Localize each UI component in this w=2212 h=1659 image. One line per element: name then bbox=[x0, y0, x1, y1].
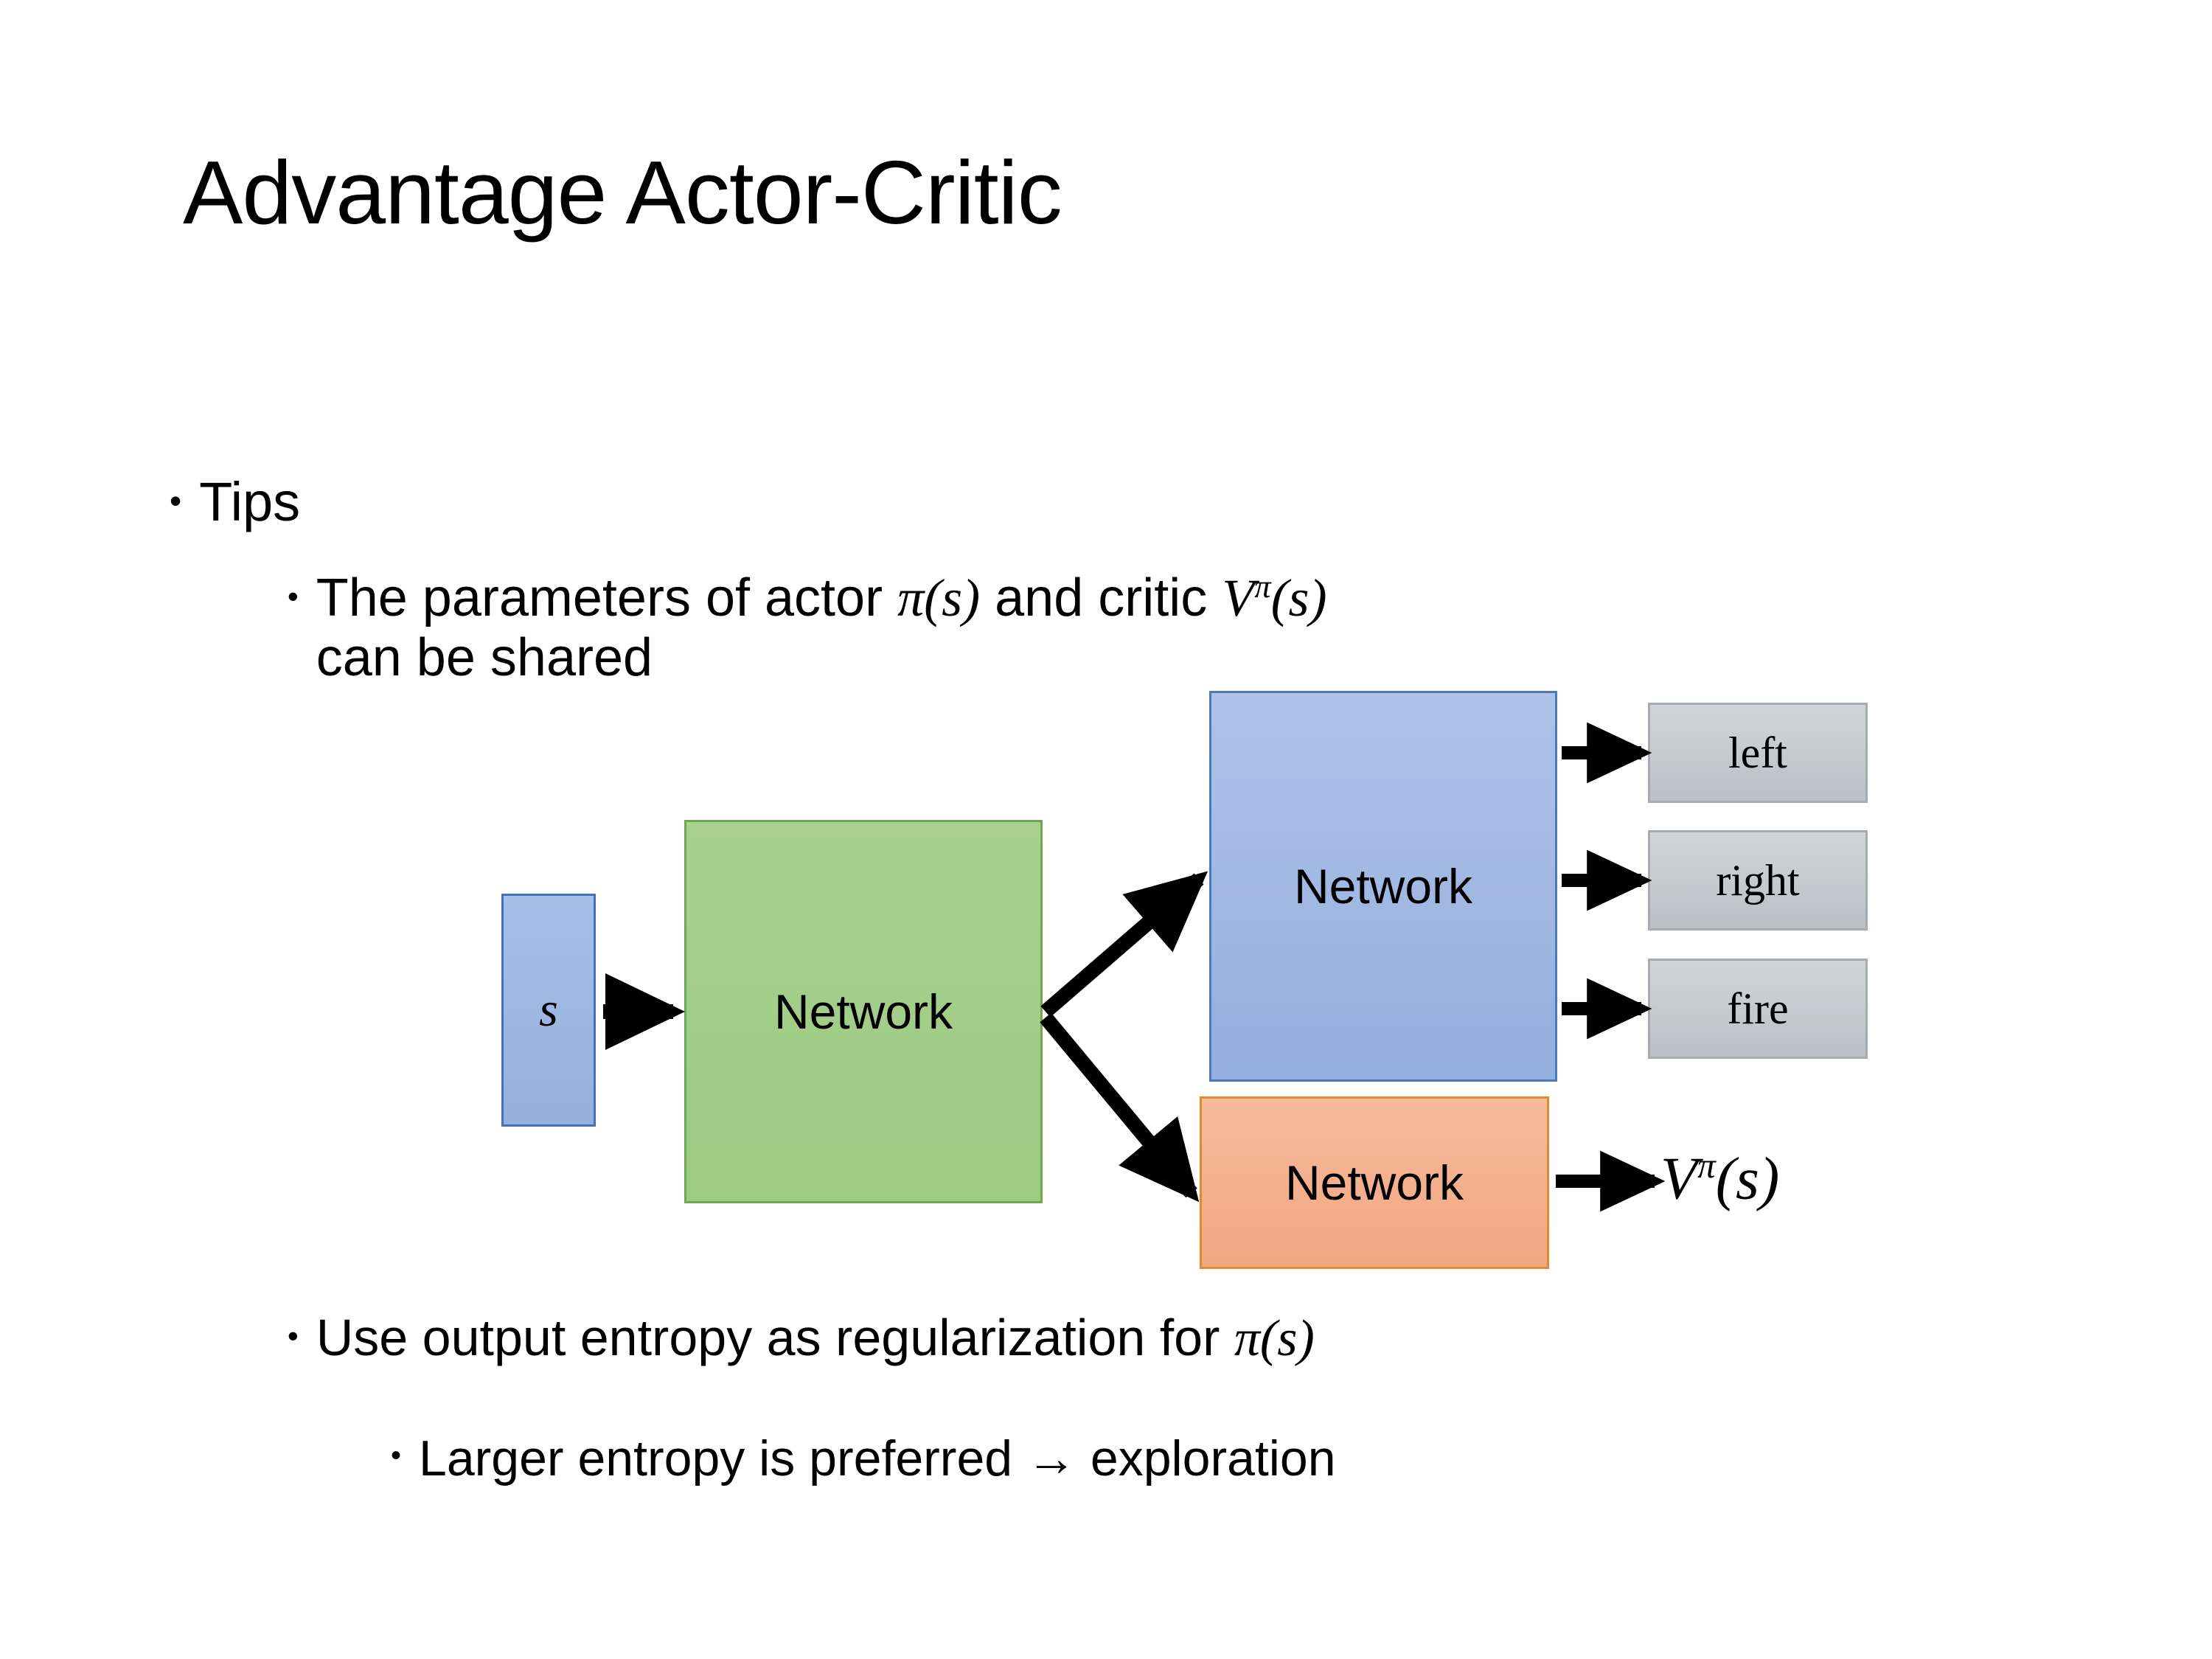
shared-params-text-1: The parameters of actor bbox=[316, 568, 898, 627]
action-box-right: right bbox=[1648, 830, 1868, 931]
action-label-left: left bbox=[1728, 728, 1787, 777]
arrow-shared-to-actor-network bbox=[1040, 871, 1208, 1018]
state-input-box: s bbox=[501, 894, 596, 1127]
arrow-shared-to-critic-network bbox=[1040, 1012, 1200, 1203]
math-v-argument: (s) bbox=[1270, 568, 1327, 627]
critic-output-superscript-pi: π bbox=[1697, 1145, 1716, 1186]
critic-network-box: Network bbox=[1200, 1096, 1549, 1269]
page-title: Advantage Actor-Critic bbox=[183, 142, 1062, 243]
shared-params-text-2: and critic bbox=[980, 568, 1222, 627]
bullet-entropy-regularization: • Use output entropy as regularization f… bbox=[288, 1309, 1315, 1368]
actor-network-box: Network bbox=[1209, 691, 1557, 1082]
shared-network-box: Network bbox=[684, 820, 1043, 1203]
math-v-base: V bbox=[1222, 568, 1255, 627]
bullet-larger-entropy: • Larger entropy is preferred → explorat… bbox=[391, 1430, 1336, 1486]
math-v-superscript-pi: π bbox=[1254, 568, 1271, 605]
action-label-right: right bbox=[1716, 856, 1800, 905]
math-pi-of-s: π(s) bbox=[1234, 1310, 1315, 1367]
action-label-fire: fire bbox=[1727, 984, 1789, 1033]
bullet-marker-icon: • bbox=[391, 1439, 402, 1472]
bullet-shared-parameters: • The parameters of actor π(s) and criti… bbox=[288, 568, 2130, 687]
bullet-larger-entropy-label: Larger entropy is preferred → exploratio… bbox=[419, 1430, 1336, 1486]
shared-network-label: Network bbox=[773, 984, 953, 1039]
state-input-label: s bbox=[539, 983, 558, 1037]
entropy-text: Use output entropy as regularization for bbox=[316, 1309, 1234, 1366]
bullet-tips-label: Tips bbox=[199, 471, 301, 532]
critic-output-argument: (s) bbox=[1715, 1144, 1780, 1212]
action-box-left: left bbox=[1648, 703, 1868, 803]
bullet-tips: • Tips bbox=[170, 471, 301, 533]
shared-params-line2: can be shared bbox=[316, 627, 653, 687]
action-box-fire: fire bbox=[1648, 959, 1868, 1059]
bullet-marker-icon: • bbox=[288, 1318, 299, 1353]
actor-network-label: Network bbox=[1293, 859, 1473, 914]
bullet-entropy-label: Use output entropy as regularization for… bbox=[316, 1309, 1315, 1368]
critic-output-value: Vπ(s) bbox=[1660, 1147, 1779, 1208]
critic-network-label: Network bbox=[1284, 1155, 1464, 1210]
bullet-marker-icon: • bbox=[288, 579, 299, 613]
math-pi-of-s: π(s) bbox=[897, 568, 981, 627]
critic-output-base: V bbox=[1660, 1144, 1698, 1212]
bullet-marker-icon: • bbox=[170, 481, 182, 520]
bullet-shared-parameters-label: The parameters of actor π(s) and critic … bbox=[316, 568, 2130, 687]
